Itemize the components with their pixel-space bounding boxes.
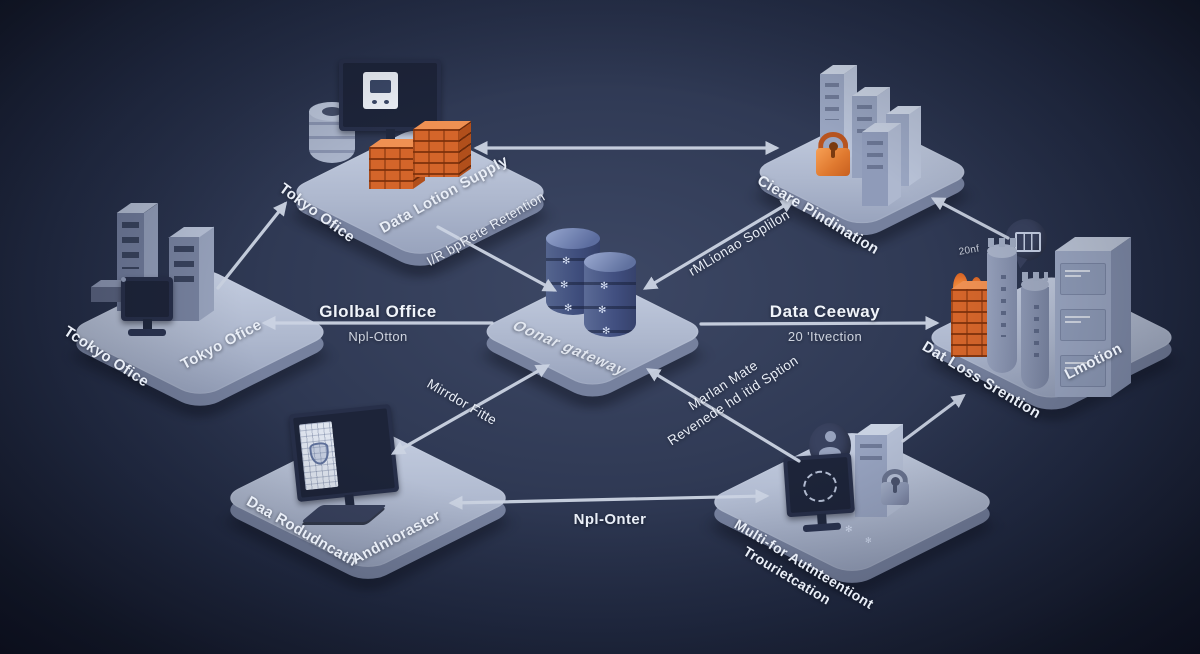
arrow-center-to-right bbox=[699, 316, 940, 331]
arrow-left-to-top-left bbox=[216, 201, 288, 290]
arrow-bottom-left-bottom-right bbox=[448, 489, 770, 510]
edge-label-global-office: Glolbal Office bbox=[319, 302, 437, 321]
edge-label-npl-onter: Npl-Onter bbox=[573, 511, 647, 528]
arrow-right-to-top-right bbox=[930, 197, 1010, 240]
edge-label-data-ceeway: Data Ceeway bbox=[769, 302, 881, 321]
edge-sublabel-npl-otton: Npl-Otton bbox=[348, 329, 408, 344]
arrow-bottom-right-to-right bbox=[901, 393, 966, 443]
